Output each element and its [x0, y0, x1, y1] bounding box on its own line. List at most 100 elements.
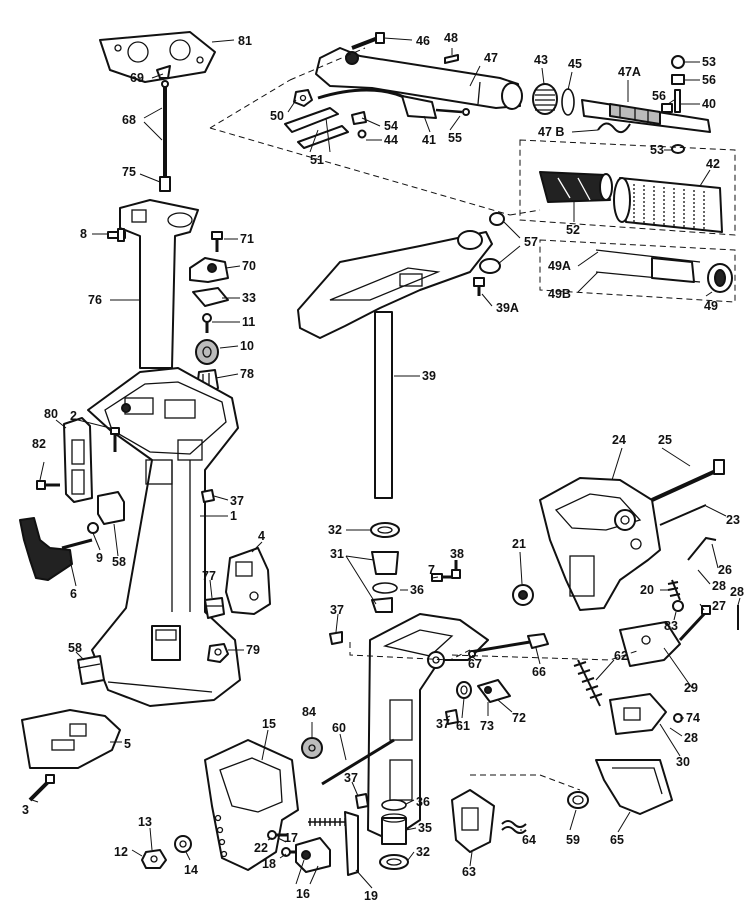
- part-bushing-32-lower: [379, 854, 409, 870]
- callout-25: 25: [658, 433, 672, 447]
- callout-56-b: 56: [652, 89, 666, 103]
- callout-73: 73: [480, 719, 494, 733]
- callout-71: 71: [240, 232, 254, 246]
- part-screw-22: [267, 830, 288, 840]
- part-screw-2: [110, 427, 120, 452]
- part-cam-70: [189, 257, 229, 283]
- part-ring-43: [532, 83, 558, 115]
- part-bracket-4: [225, 547, 271, 615]
- callout-78: 78: [240, 367, 254, 381]
- callout-51: 51: [310, 153, 324, 167]
- part-bushing-75: [159, 176, 171, 192]
- part-block-58-lower: [77, 655, 105, 685]
- callout-58-b: 58: [68, 641, 82, 655]
- part-block-77: [204, 597, 225, 619]
- callout-70: 70: [242, 259, 256, 273]
- callout-39A: 39A: [496, 301, 519, 315]
- part-spring-62: [573, 659, 603, 707]
- part-screw-46: [351, 32, 385, 50]
- part-spring-20: [667, 579, 681, 601]
- part-bushing-32-upper: [370, 522, 400, 538]
- part-cable-55: [435, 108, 470, 116]
- callout-49A: 49A: [548, 259, 571, 273]
- callout-20: 20: [640, 583, 654, 597]
- callout-81: 81: [238, 34, 252, 48]
- part-throttle-shaft-47A: [581, 99, 711, 133]
- part-exhaust-tube-76: [119, 199, 199, 369]
- callout-76: 76: [88, 293, 102, 307]
- part-pin-40: [674, 89, 681, 113]
- callout-17: 17: [284, 831, 298, 845]
- callout-37-c: 37: [436, 717, 450, 731]
- part-washer-83: [672, 600, 684, 612]
- callout-38: 38: [450, 547, 464, 561]
- callout-77: 77: [202, 569, 216, 583]
- callout-59: 59: [566, 833, 580, 847]
- callout-53-b: 53: [650, 143, 664, 157]
- dashed-group-outlines: [209, 47, 736, 791]
- callout-72: 72: [512, 711, 526, 725]
- callout-82: 82: [32, 437, 46, 451]
- callout-62: 62: [614, 649, 628, 663]
- callout-50: 50: [270, 109, 284, 123]
- part-bushing-57: [479, 212, 505, 274]
- callout-37-b: 37: [330, 603, 344, 617]
- callout-47B: 47 B: [538, 125, 564, 139]
- callout-23: 23: [726, 513, 740, 527]
- part-nut-50: [293, 89, 313, 107]
- part-clip-54: [351, 111, 367, 125]
- callout-13: 13: [138, 815, 152, 829]
- part-bracket-29: [619, 621, 681, 667]
- part-screw-37-bottom: [355, 793, 369, 809]
- part-screw-71: [211, 231, 223, 252]
- callout-10: 10: [240, 339, 254, 353]
- part-bracket-30: [609, 693, 667, 735]
- part-tiller-arm-47: [315, 47, 523, 110]
- callout-52: 52: [566, 223, 580, 237]
- callout-28-a: 28: [712, 579, 726, 593]
- callout-63: 63: [462, 865, 476, 879]
- callout-33: 33: [242, 291, 256, 305]
- part-swivel-bracket-39: [297, 230, 493, 499]
- part-washer-9: [87, 522, 99, 534]
- part-oring-36-lower: [381, 799, 407, 811]
- callout-40: 40: [702, 97, 716, 111]
- callout-15: 15: [262, 717, 276, 731]
- part-screw-39A: [473, 277, 485, 296]
- part-screw-82: [36, 480, 60, 490]
- part-rod-66: [469, 633, 549, 654]
- callout-5: 5: [124, 737, 131, 751]
- callout-27: 27: [712, 599, 726, 613]
- callout-58-a: 58: [112, 555, 126, 569]
- callout-61: 61: [456, 719, 470, 733]
- callout-26: 26: [718, 563, 732, 577]
- part-rod-51: [284, 107, 349, 149]
- part-nut-12: [141, 849, 167, 869]
- part-plate-63: [451, 789, 495, 853]
- callout-83: 83: [664, 619, 678, 633]
- part-washer-84: [301, 737, 323, 759]
- callout-65: 65: [610, 833, 624, 847]
- callout-18: 18: [262, 857, 276, 871]
- callout-56-a: 56: [702, 73, 716, 87]
- callout-79: 79: [246, 643, 260, 657]
- part-block-58-upper: [97, 491, 125, 525]
- part-screw-37-mid: [329, 631, 343, 645]
- part-bushing-35: [381, 813, 407, 845]
- callout-67: 67: [468, 657, 482, 671]
- callout-19: 19: [364, 889, 378, 903]
- callout-39: 39: [422, 369, 436, 383]
- part-oring-36-upper: [372, 582, 398, 594]
- part-knob-21: [512, 584, 534, 606]
- callout-36-a: 36: [410, 583, 424, 597]
- part-nut-56-lower: [661, 103, 673, 113]
- callout-6: 6: [70, 587, 77, 601]
- callout-48: 48: [444, 31, 458, 45]
- callout-55: 55: [448, 131, 462, 145]
- part-screw-37-lower-mid: [445, 709, 459, 725]
- part-knob-14: [174, 835, 192, 853]
- callout-37-d: 37: [344, 771, 358, 785]
- callout-21: 21: [512, 537, 526, 551]
- callout-46: 46: [416, 34, 430, 48]
- callout-36-b: 36: [416, 795, 430, 809]
